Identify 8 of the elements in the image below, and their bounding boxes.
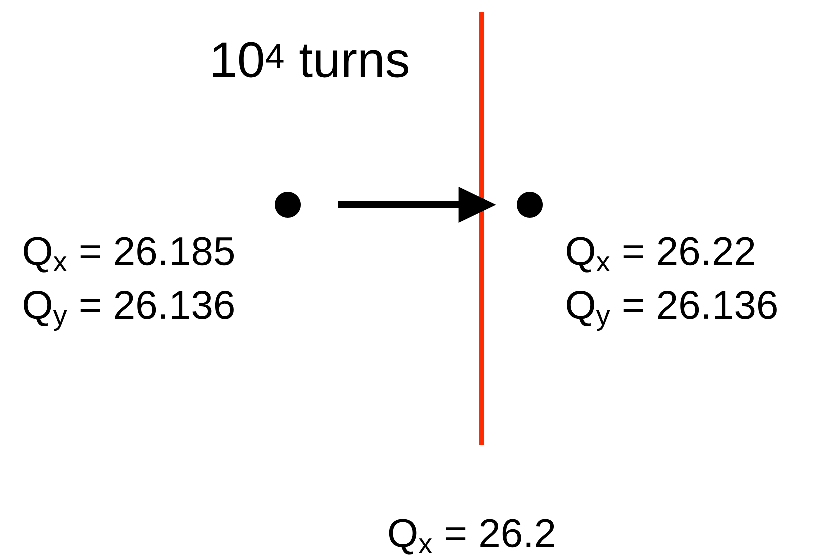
title: 10$^{4}$ turns	[214, 42, 408, 78]
tune-label: Q$_{y}$ = 26.136	[567, 291, 777, 331]
tune-label: Q$_{x}$ = 26.185	[24, 237, 234, 273]
dot	[517, 192, 543, 218]
tune-label: Q$_{x}$ = 26.22	[567, 237, 754, 273]
resonance-label: Q$_{x}$ = 26.2	[389, 519, 554, 555]
dot	[275, 192, 301, 218]
tune-label: Q$_{y}$ = 26.136	[24, 291, 234, 331]
